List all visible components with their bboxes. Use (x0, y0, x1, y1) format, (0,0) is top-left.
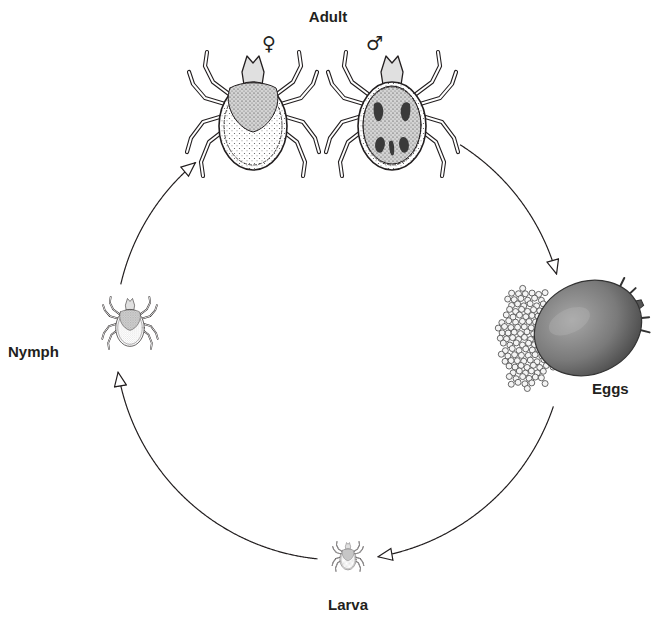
egg (522, 291, 528, 297)
stage-label: Larva (328, 596, 368, 614)
egg (500, 340, 506, 346)
life-stage: Nymph (4, 285, 165, 372)
egg (526, 319, 532, 325)
egg (509, 346, 515, 352)
nymph-tick (102, 297, 157, 349)
egg (524, 329, 530, 335)
egg (505, 330, 511, 336)
egg (532, 374, 538, 380)
egg (508, 381, 514, 387)
sex-symbol: ♂ (366, 32, 383, 54)
egg (529, 380, 535, 386)
egg (506, 363, 512, 369)
egg (518, 352, 524, 358)
egg (506, 374, 512, 380)
life-stage: Eggs (494, 274, 646, 406)
egg (515, 301, 521, 307)
egg (526, 340, 532, 346)
egg (506, 318, 512, 324)
egg (503, 312, 509, 318)
egg (542, 381, 548, 387)
egg (532, 295, 538, 301)
egg (518, 363, 524, 369)
egg (512, 352, 518, 358)
cycle-arrow (460, 145, 556, 274)
cycle-arrow (121, 163, 196, 285)
egg (519, 318, 525, 324)
egg (516, 368, 522, 374)
life-stage: Larva (318, 540, 378, 616)
egg (510, 335, 516, 341)
larva-tick (332, 542, 364, 572)
egg (540, 368, 546, 374)
sex-symbol: ♀ (262, 32, 276, 54)
egg (519, 306, 525, 312)
egg (513, 340, 519, 346)
egg (509, 290, 515, 296)
egg (502, 324, 508, 330)
engorged-tick (519, 261, 652, 393)
egg (530, 362, 536, 368)
egg (507, 306, 513, 312)
egg (523, 346, 529, 352)
egg (516, 312, 522, 318)
cycle-arrow (378, 406, 553, 556)
life-stage: Adult (196, 6, 460, 182)
stage-label: Adult (309, 8, 347, 26)
egg (520, 374, 526, 380)
egg (498, 351, 504, 357)
egg (505, 296, 511, 302)
egg (528, 368, 534, 374)
egg (521, 334, 527, 340)
cycle-arrow (118, 372, 317, 559)
egg (538, 375, 544, 381)
egg (532, 352, 538, 358)
stage-label: Eggs (592, 380, 629, 398)
egg (531, 307, 537, 313)
egg (527, 301, 533, 307)
male-tick (326, 52, 458, 176)
egg (515, 379, 521, 385)
stage-label: Nymph (8, 343, 59, 361)
egg (518, 295, 524, 301)
egg (542, 290, 548, 296)
egg (524, 386, 530, 392)
female-tick (187, 52, 319, 176)
egg (529, 312, 535, 318)
